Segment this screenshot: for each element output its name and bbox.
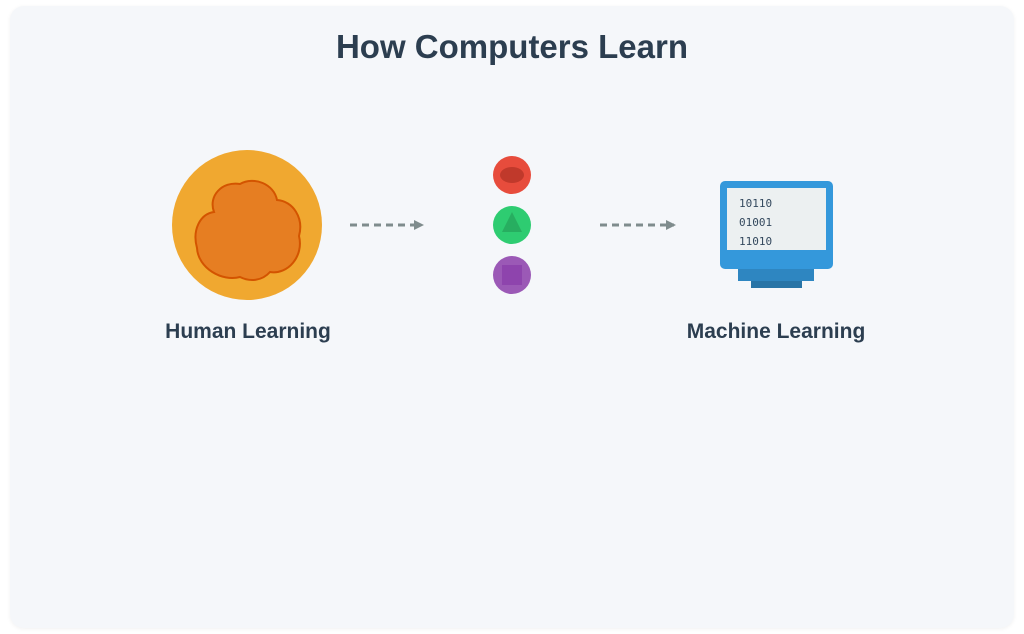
purple-square-icon — [493, 256, 531, 294]
green-triangle-icon — [493, 206, 531, 244]
monitor-stand — [738, 269, 814, 281]
diagram-background — [10, 6, 1014, 628]
human-learning-label: Human Learning — [165, 320, 331, 343]
machine-learning-label: Machine Learning — [686, 320, 866, 343]
monitor-screen — [727, 188, 826, 250]
page-title: How Computers Learn — [335, 28, 689, 65]
screen-line-1: 10110 — [739, 197, 772, 210]
red-oval-icon — [493, 156, 531, 194]
screen-line-2: 01001 — [739, 216, 772, 229]
screen-line-3: 11010 — [739, 235, 772, 248]
brain-shape — [194, 179, 302, 281]
computer-monitor-icon: 10110 01001 11010 — [720, 181, 833, 288]
brain-icon — [172, 150, 322, 300]
monitor-base — [751, 281, 802, 288]
